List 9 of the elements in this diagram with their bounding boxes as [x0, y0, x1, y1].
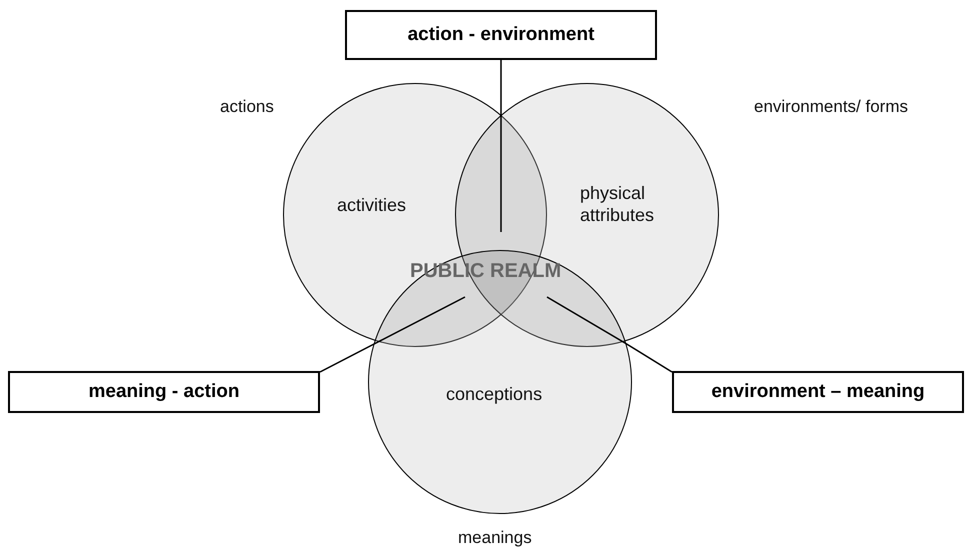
set-caption: actions: [220, 97, 274, 117]
circle-label: activities: [337, 195, 408, 217]
set-caption: environments/ forms: [754, 97, 908, 117]
label-box: environment – meaning: [672, 371, 964, 413]
circle-label: conceptions: [446, 384, 544, 406]
set-caption: meanings: [458, 528, 532, 548]
circle-label: physical attributes: [580, 183, 656, 226]
label-box: meaning - action: [8, 371, 320, 413]
label-box: action - environment: [345, 10, 657, 60]
